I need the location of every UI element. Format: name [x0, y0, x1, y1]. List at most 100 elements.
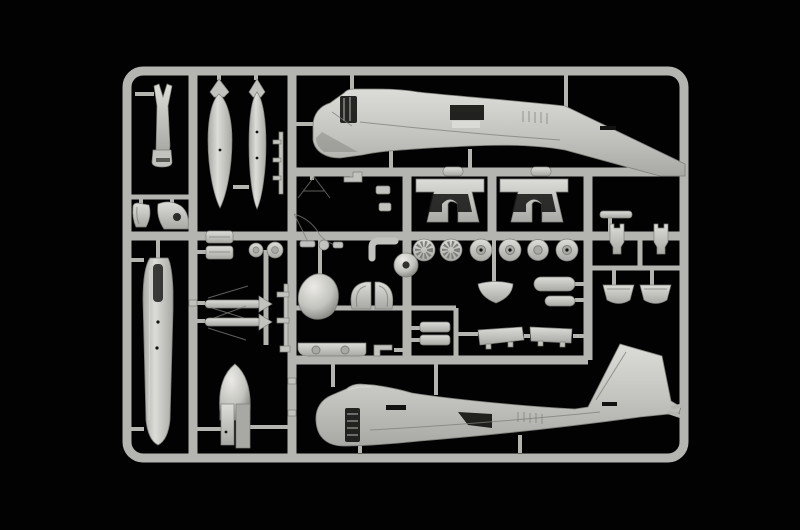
rod-bracket	[276, 317, 290, 324]
wheelbay-recess	[458, 412, 492, 428]
fan-blades	[442, 241, 460, 259]
rail-nub	[188, 299, 198, 307]
strut-cylinder	[204, 299, 262, 309]
spine-hole	[155, 346, 159, 350]
box-lines	[209, 236, 230, 253]
wheel-hub	[271, 246, 279, 254]
gear-strut-upper	[204, 285, 273, 319]
link-bit	[318, 239, 330, 251]
door-curve	[136, 206, 140, 225]
plank-disc	[340, 345, 350, 355]
door-body	[132, 202, 151, 228]
rod-nub	[272, 157, 282, 163]
duct-opening	[512, 194, 556, 212]
gear-block-1	[609, 223, 625, 255]
fin-panel-line	[595, 351, 627, 401]
tank-body	[248, 91, 267, 210]
tank-fairing-1	[533, 276, 576, 292]
spine-body	[142, 257, 174, 446]
panel-line	[369, 411, 601, 431]
cylinder-part-1	[442, 166, 464, 177]
strut-arrowhead	[258, 295, 273, 313]
nose-wheels	[248, 241, 284, 259]
wheel-hub	[252, 246, 260, 254]
ribbed-band	[517, 412, 543, 424]
main-wheel-2	[498, 238, 522, 262]
fuselage-half-lower	[315, 343, 685, 447]
spine-hole	[156, 320, 160, 324]
tank-hole	[218, 148, 222, 152]
tank-fairing-2	[544, 295, 576, 307]
link-bit	[332, 241, 344, 249]
strut-arrowhead	[258, 313, 273, 331]
plank-disc	[311, 345, 321, 355]
rail-nub	[287, 377, 297, 385]
axle-hole	[565, 248, 569, 252]
rod-nub	[272, 175, 282, 181]
hub	[533, 245, 543, 255]
louver-vents	[522, 111, 548, 124]
flap-tab	[559, 341, 566, 348]
intake-ribs	[347, 413, 358, 436]
flap-body	[529, 326, 573, 344]
tank-fins	[248, 78, 266, 98]
nose-shadow	[316, 132, 358, 152]
shell-body	[374, 281, 394, 310]
box-part-1	[419, 321, 451, 333]
linkage-bits	[299, 239, 344, 251]
a-frame-brace	[297, 176, 331, 199]
windscreen-shell-left	[350, 281, 372, 310]
flap-1	[477, 326, 525, 350]
door-hole	[173, 213, 181, 221]
gear-door-small	[132, 202, 151, 228]
fan-disc-2	[439, 238, 463, 262]
cylinder-part-2	[530, 166, 552, 177]
link-bit	[299, 240, 316, 248]
drop-tank-left	[207, 78, 233, 209]
tail-pylon	[151, 83, 173, 168]
slot-recess	[602, 402, 617, 406]
main-wheel-1	[469, 238, 493, 262]
flap-body	[477, 326, 525, 346]
clip-part-2	[378, 202, 392, 212]
panel-line	[359, 121, 561, 141]
rod-bracket	[276, 291, 290, 298]
pylon-base-shadow	[156, 158, 170, 162]
slot-recess	[600, 126, 616, 130]
cockpit-frame-lines	[343, 97, 351, 121]
clip-part-1	[375, 185, 391, 195]
intake-duct-right	[499, 178, 569, 223]
spinner-dome	[393, 252, 419, 278]
intake-duct-left	[415, 178, 485, 223]
strut-cylinder	[204, 317, 262, 327]
rod-body	[278, 131, 284, 195]
canopy-leg-right	[235, 403, 251, 449]
fuselage-lower-body	[315, 343, 682, 447]
axle-hole	[508, 248, 512, 252]
shell-line	[355, 285, 367, 308]
fan-blades	[415, 241, 433, 259]
gear-strut-lower	[204, 305, 273, 341]
canopy-highlight	[347, 386, 373, 391]
angle-bracket	[373, 344, 393, 357]
tank-hole	[255, 130, 259, 134]
slot-recess	[386, 405, 406, 410]
strut-braces	[207, 305, 247, 341]
tank-hole	[255, 156, 259, 160]
gear-door-large	[157, 201, 189, 230]
fuselage-spine	[142, 257, 174, 446]
canopy-hole	[224, 430, 228, 434]
main-wheel-4	[555, 238, 579, 262]
trough-part-1	[602, 284, 635, 304]
sprue-stubs	[127, 71, 684, 453]
fuselage-upper-body	[312, 88, 686, 177]
spine-slot	[153, 264, 163, 302]
axle-hole	[479, 248, 483, 252]
dome-center	[402, 261, 410, 269]
trough-body	[602, 284, 635, 304]
rod-nub	[272, 139, 282, 145]
seat-base-plank	[297, 342, 367, 357]
tank-fins	[209, 78, 230, 98]
plank-body	[297, 342, 367, 357]
